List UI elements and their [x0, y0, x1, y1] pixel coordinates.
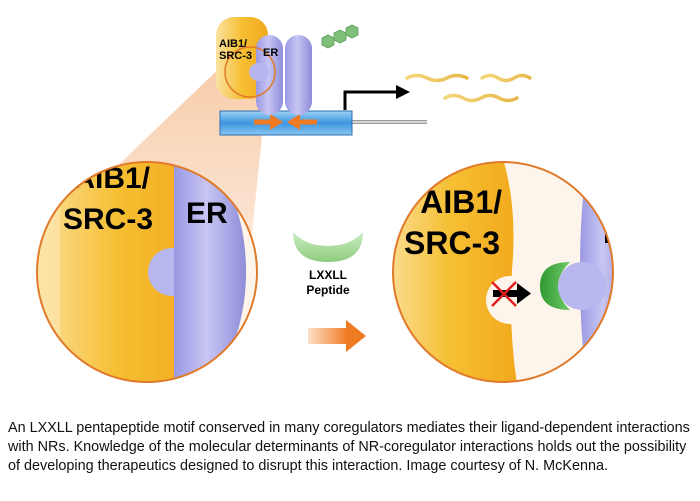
top-complex: AIB1/ SRC-3 ER — [216, 17, 532, 136]
diagram-figure: AIB1/ SRC-3 ER AIB1/ SRC-3 ER LXXLL Pept… — [36, 17, 614, 383]
peptide-shape — [293, 232, 363, 262]
figure-caption: An LXXLL pentapeptide motif conserved in… — [8, 420, 690, 474]
transition-arrow — [308, 320, 366, 352]
blocked-arrow-icon — [491, 281, 531, 307]
dna-response-element — [219, 110, 353, 136]
receptor-label-small: ER — [263, 47, 278, 59]
peptide-bound — [540, 262, 570, 310]
peptide-label-2: Peptide — [306, 283, 350, 297]
receptor-large-left — [174, 162, 246, 382]
receptor-small-left — [256, 35, 283, 115]
zoom-ring-small — [224, 46, 276, 98]
response-element-arrows — [254, 114, 317, 130]
peptide-label-1: LXXLL — [309, 268, 347, 282]
receptor-small-right — [285, 35, 312, 115]
peptide-inhibitor: LXXLL Peptide — [293, 232, 363, 297]
transcription-arrow — [343, 90, 398, 110]
coactivator-label-small-2: SRC-3 — [219, 50, 252, 62]
coactivator-label-right-1: AIB1/ — [420, 184, 502, 220]
receptor-label-left: ER — [186, 197, 228, 230]
coactivator-label-left-2: SRC-3 — [63, 203, 153, 236]
mrna-transcripts — [405, 73, 532, 103]
coactivator-label-small-1: AIB1/ — [219, 38, 247, 50]
coactivator-label-right-2: SRC-3 — [404, 225, 500, 261]
coactivation-knob-right — [558, 262, 606, 310]
left-zoom-circle: AIB1/ SRC-3 ER — [36, 161, 258, 383]
right-zoom-circle: AIB1/ SRC-3 ER — [392, 161, 614, 383]
coactivator-large-left — [37, 162, 205, 382]
ligand-icon — [321, 24, 359, 49]
